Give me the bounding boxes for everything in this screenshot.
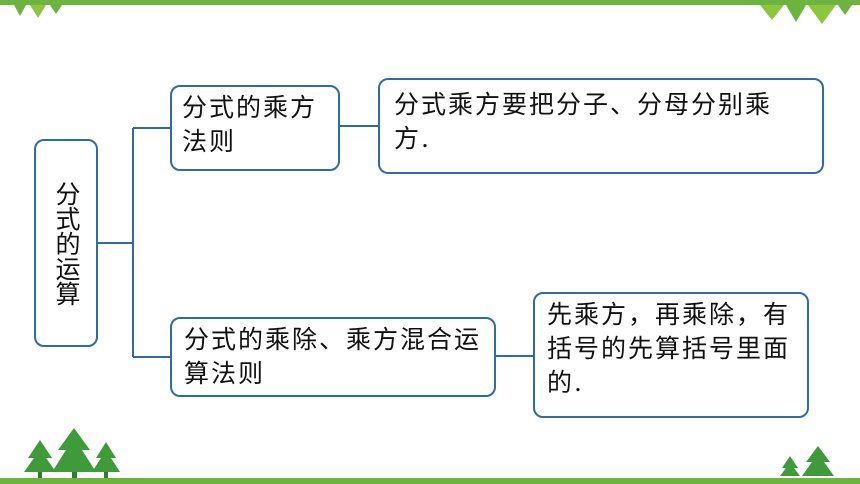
diagram-root-node: 分式的运算 xyxy=(34,139,98,347)
pine-tree-icon xyxy=(780,446,834,476)
triangle-bunting-icon xyxy=(14,5,852,24)
explanation-node-power-rule: 分式乘方要把分子、分母分别乘方. xyxy=(378,78,824,174)
top-accent-bar xyxy=(0,0,860,5)
explanation-text: 分式乘方要把分子、分母分别乘方. xyxy=(394,90,773,153)
root-label: 分式的运算 xyxy=(52,180,81,306)
bottom-accent-bar xyxy=(0,478,860,484)
branch-label: 分式的乘除、乘方混合运算法则 xyxy=(184,325,482,388)
branch-label: 分式的乘方法则 xyxy=(182,93,318,156)
pine-tree-icon xyxy=(24,428,120,478)
explanation-node-mixed-rule: 先乘方，再乘除，有括号的先算括号里面的. xyxy=(533,292,809,418)
explanation-text: 先乘方，再乘除，有括号的先算括号里面的. xyxy=(547,300,791,397)
branch-node-power-rule: 分式的乘方法则 xyxy=(170,85,340,171)
branch-node-mixed-rule: 分式的乘除、乘方混合运算法则 xyxy=(170,317,496,397)
